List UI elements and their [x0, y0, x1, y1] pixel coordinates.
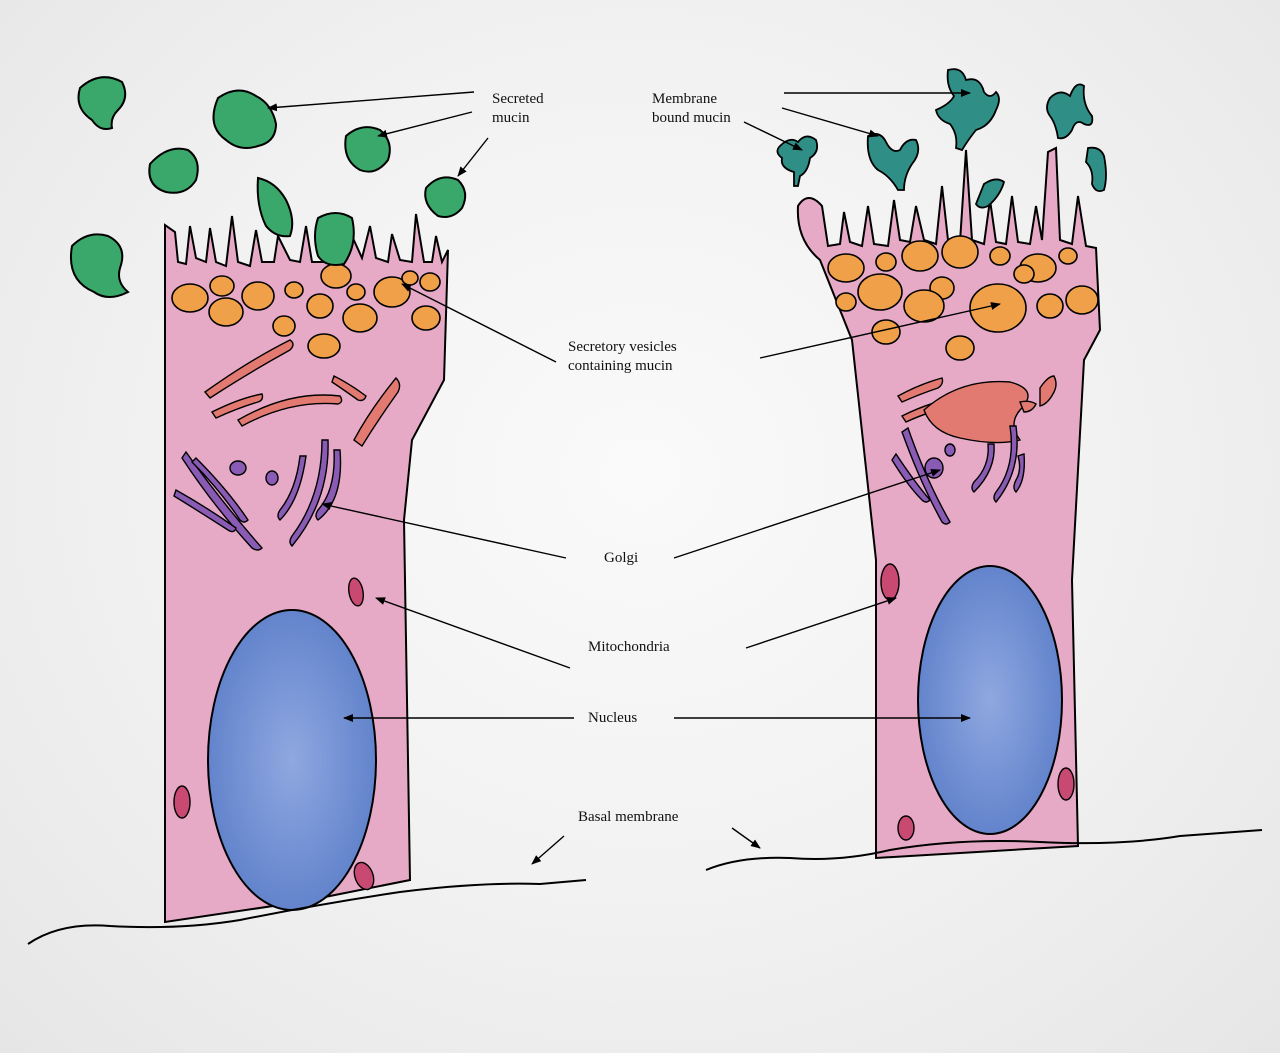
label-mitochondria: Mitochondria — [588, 638, 670, 657]
label-secretory-vesicles: Secretory vesicles containing mucin — [568, 338, 677, 376]
label-golgi: Golgi — [604, 549, 638, 568]
label-membrane-bound-mucin-line1: Membrane — [652, 90, 731, 109]
label-nucleus: Nucleus — [588, 709, 637, 728]
label-membrane-bound-mucin-line2: bound mucin — [652, 109, 731, 128]
right-nucleus — [918, 566, 1062, 834]
left-nucleus — [208, 610, 376, 910]
label-basal-membrane: Basal membrane — [578, 808, 678, 827]
right-cell — [798, 148, 1100, 858]
label-secreted-mucin: Secreted mucin — [492, 90, 544, 128]
label-secretory-vesicles-line1: Secretory vesicles — [568, 338, 677, 357]
left-cell — [165, 214, 448, 922]
label-secreted-mucin-line2: mucin — [492, 109, 544, 128]
label-membrane-bound-mucin: Membrane bound mucin — [652, 90, 731, 128]
label-secretory-vesicles-line2: containing mucin — [568, 357, 677, 376]
label-secreted-mucin-line1: Secreted — [492, 90, 544, 109]
